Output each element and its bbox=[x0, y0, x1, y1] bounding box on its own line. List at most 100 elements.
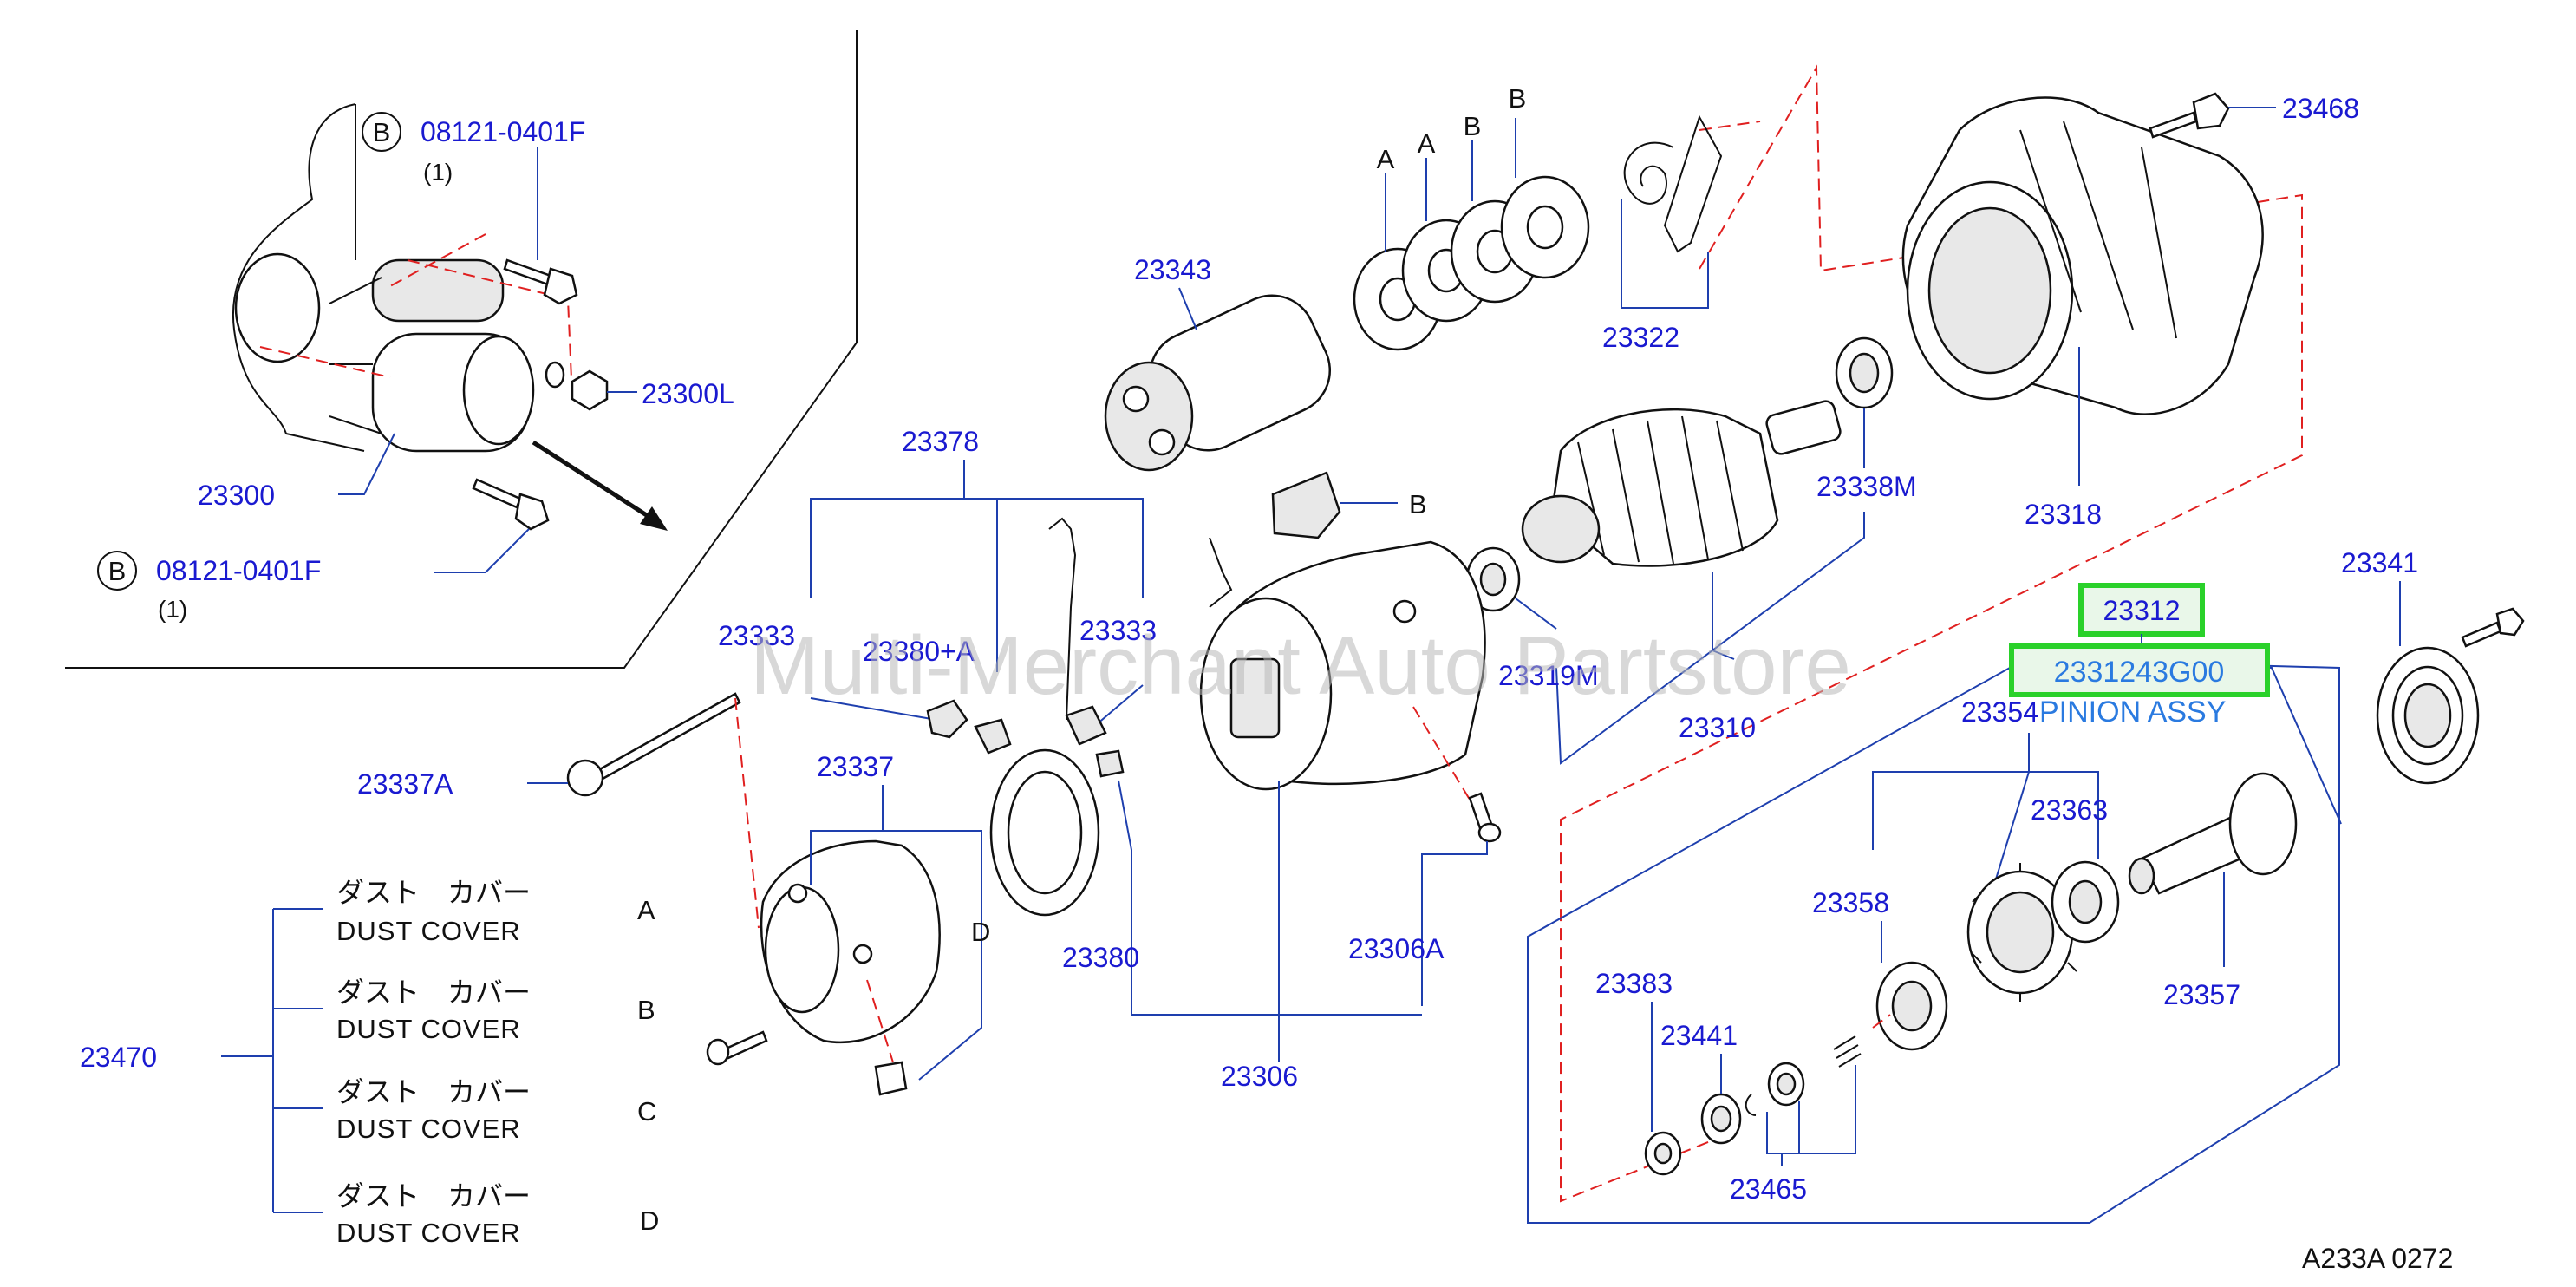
inset-dash-right bbox=[407, 259, 573, 400]
leader-23354 bbox=[1872, 733, 2099, 854]
label-shim-b2: B bbox=[1509, 83, 1527, 114]
lower-mount-bolt bbox=[472, 478, 550, 531]
inset-dash-mid bbox=[259, 346, 391, 378]
legend-letter-d: D bbox=[640, 1205, 659, 1236]
seal-bore bbox=[2403, 683, 2452, 748]
leader-23465 bbox=[1766, 1065, 1856, 1154]
leader-23322 bbox=[1621, 199, 1709, 309]
seal-bolt-shank bbox=[2461, 621, 2502, 648]
highlight-2331243G00-fill bbox=[2012, 646, 2267, 695]
label-23333-right[interactable]: 23333 bbox=[1079, 615, 1157, 646]
legend-bracket bbox=[221, 908, 323, 1213]
ring-23441-hole bbox=[1710, 1105, 1732, 1133]
inset-motor-end bbox=[462, 335, 535, 446]
label-23363[interactable]: 23363 bbox=[2031, 794, 2108, 826]
housing-bolt-shank bbox=[2149, 111, 2198, 139]
armature-core bbox=[1550, 408, 1779, 567]
label-bolt-upper[interactable]: 08121-0401F bbox=[421, 116, 585, 147]
legend-en-b: DUST COVER bbox=[336, 1014, 521, 1044]
oil-seal: 23341 bbox=[2341, 547, 2525, 785]
pinion-gear-hub bbox=[1986, 891, 2055, 974]
rear-cover-screw bbox=[722, 1030, 768, 1060]
label-23333-left[interactable]: 23333 bbox=[718, 620, 795, 651]
legend-letter-b: B bbox=[637, 995, 655, 1025]
through-bolt-head bbox=[566, 759, 604, 797]
label-23338M[interactable]: 23338M bbox=[1816, 471, 1917, 502]
legend-en-a: DUST COVER bbox=[336, 916, 521, 946]
snap-ring bbox=[1745, 1094, 1757, 1116]
mount-flange-hole bbox=[234, 252, 321, 363]
brush-lead-wire bbox=[1048, 517, 1077, 721]
pinion-gear-teeth bbox=[1972, 863, 2077, 1002]
label-23441[interactable]: 23441 bbox=[1660, 1020, 1738, 1051]
leader-23300 bbox=[338, 433, 395, 495]
circle-b-lower-letter: B bbox=[108, 556, 127, 586]
label-23380[interactable]: 23380 bbox=[1062, 942, 1139, 973]
label-23337A[interactable]: 23337A bbox=[357, 768, 453, 800]
yoke-assembly: 23306 bbox=[1199, 537, 1486, 1092]
legend-jp-b: ダスト カバー bbox=[336, 976, 531, 1009]
yoke-wire bbox=[1209, 537, 1233, 608]
label-shim-b1: B bbox=[1464, 111, 1482, 141]
dash-through-bolt bbox=[734, 697, 760, 929]
brush-right bbox=[1065, 705, 1107, 746]
solenoid-terminal-end bbox=[1104, 361, 1194, 472]
label-23358[interactable]: 23358 bbox=[1812, 887, 1889, 918]
pinion-spring bbox=[1833, 1035, 1862, 1068]
direction-arrow-shaft bbox=[532, 440, 656, 523]
lower-bolt-shank bbox=[472, 478, 522, 509]
label-23465[interactable]: 23465 bbox=[1730, 1173, 1807, 1205]
upper-bolt-head bbox=[543, 267, 578, 305]
pinion-shaft-flange bbox=[2228, 772, 2298, 876]
label-shim-a1: A bbox=[1377, 144, 1395, 174]
label-23337[interactable]: 23337 bbox=[817, 751, 894, 782]
pinion-assembly-group: 23312 2331243G00 PINION ASSY 23354 23363… bbox=[1527, 583, 2342, 1224]
leader-23333-right bbox=[1096, 684, 1144, 725]
label-23341[interactable]: 23341 bbox=[2341, 547, 2418, 578]
pinion-assy-outline bbox=[1527, 657, 2340, 1224]
label-23468[interactable]: 23468 bbox=[2282, 93, 2359, 124]
brush-plate-inner bbox=[1007, 770, 1083, 895]
armature-spline bbox=[1765, 400, 1842, 455]
leader-23306A bbox=[1421, 841, 1488, 1006]
upper-mount-bolt bbox=[503, 258, 578, 305]
label-23300[interactable]: 23300 bbox=[198, 480, 275, 511]
label-23312[interactable]: 23312 bbox=[2103, 595, 2181, 626]
label-23354[interactable]: 23354 bbox=[1961, 696, 2038, 728]
label-23383[interactable]: 23383 bbox=[1595, 968, 1673, 999]
label-23357[interactable]: 23357 bbox=[2163, 979, 2240, 1010]
rear-cover: 23337 D bbox=[706, 751, 990, 1096]
pinion-shaft-end bbox=[2128, 857, 2155, 895]
label-23319M[interactable]: 23319M bbox=[1498, 660, 1599, 691]
label-23343[interactable]: 23343 bbox=[1134, 254, 1211, 285]
leader-bolt-lower bbox=[434, 528, 530, 573]
label-23306[interactable]: 23306 bbox=[1221, 1061, 1298, 1092]
label-23380A[interactable]: 23380+A bbox=[863, 636, 975, 667]
brush-spring-right bbox=[1095, 749, 1125, 778]
rear-cover-hole-1 bbox=[787, 883, 808, 904]
inset-border bbox=[65, 30, 858, 669]
label-23300L[interactable]: 23300L bbox=[642, 378, 734, 409]
label-2331243G00[interactable]: 2331243G00 bbox=[2054, 656, 2225, 689]
drive-housing: 23318 bbox=[1901, 96, 2264, 530]
through-bolt-shank bbox=[597, 692, 741, 781]
legend-letter-a: A bbox=[637, 895, 655, 925]
screw-head bbox=[1477, 822, 1502, 843]
spring-dash bbox=[1699, 121, 1761, 131]
label-23306A[interactable]: 23306A bbox=[1348, 933, 1445, 964]
label-23318[interactable]: 23318 bbox=[2025, 499, 2102, 530]
label-bolt-lower[interactable]: 08121-0401F bbox=[156, 555, 321, 586]
dust-cover-legend: 23470 ダスト カバー DUST COVER A ダスト カバー DUST … bbox=[80, 876, 659, 1248]
leader-23319M bbox=[1515, 598, 1557, 630]
label-23310[interactable]: 23310 bbox=[1679, 712, 1756, 743]
circle-b-upper bbox=[362, 112, 401, 152]
brush-clip-body bbox=[1271, 471, 1341, 539]
shim-stack: A A B B bbox=[1353, 83, 1590, 351]
rear-cover-screw-head bbox=[706, 1038, 730, 1066]
label-23322[interactable]: 23322 bbox=[1602, 322, 1679, 353]
label-23378[interactable]: 23378 bbox=[902, 426, 979, 457]
label-23470[interactable]: 23470 bbox=[80, 1042, 157, 1073]
spring-coil bbox=[1623, 141, 1674, 205]
bearing-rear: 23319M bbox=[1465, 546, 1599, 691]
